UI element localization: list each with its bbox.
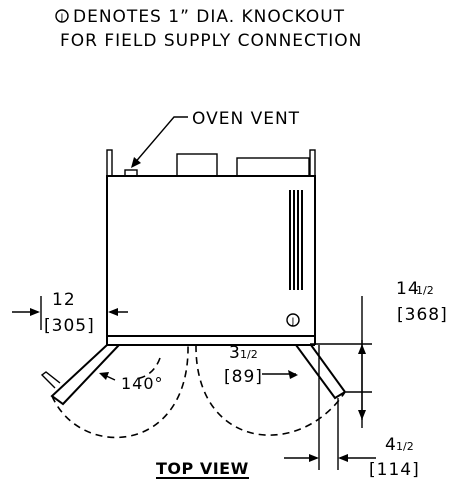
oven-vent-leader: [132, 116, 188, 166]
oven-body: J: [106, 149, 316, 346]
angle-arc: [134, 357, 161, 380]
knockout-symbol: [286, 313, 300, 327]
angle-arrowhead: [99, 372, 109, 380]
right-offset-mm: [114]: [369, 460, 420, 480]
left-door: [50, 344, 122, 406]
top-box-large: [236, 157, 310, 177]
door-depth-fraction: 1/2: [240, 348, 258, 361]
dimension-left-clearance: 12 [305]: [12, 290, 128, 336]
right-offset-whole: 4: [385, 435, 397, 455]
right-height-fraction: 1/2: [416, 284, 434, 297]
left-door-handle: [40, 371, 61, 389]
right-door: [294, 344, 347, 400]
right-offset-fraction: 1/2: [396, 440, 414, 453]
view-title-group: TOP VIEW: [156, 459, 249, 479]
right-height-mm: [368]: [397, 305, 448, 325]
left-clearance-mm: [305]: [44, 316, 95, 336]
dimension-right-offset: 4 1/2 [114]: [284, 345, 420, 480]
knockout-note-symbol-mark: J: [60, 13, 64, 23]
side-louvers: [289, 190, 303, 290]
dimension-right-height: 14 1/2 [368]: [310, 279, 448, 428]
knockout-symbol-mark: J: [291, 317, 295, 327]
right-door-swing: [195, 344, 346, 436]
angle-label: 140°: [121, 374, 164, 393]
door-depth-mm: [89]: [224, 367, 263, 387]
doors: 140°: [40, 344, 347, 439]
knockout-note: J DENOTES 1” DIA. KNOCKOUT FOR FIELD SUP…: [55, 7, 362, 51]
right-leg: [309, 149, 316, 177]
top-box-small: [176, 153, 218, 177]
left-leg: [106, 149, 113, 177]
door-depth-whole: 3: [229, 343, 241, 363]
knockout-note-line-1: DENOTES 1” DIA. KNOCKOUT: [73, 7, 345, 27]
dimension-door-depth: 3 1/2 [89]: [224, 343, 298, 387]
oven-vent-callout: OVEN VENT: [131, 109, 300, 168]
left-clearance-inches: 12: [52, 290, 76, 310]
knockout-note-line-2: FOR FIELD SUPPLY CONNECTION: [60, 31, 362, 51]
knockout-note-symbol: [55, 9, 69, 23]
vent-stack: [124, 169, 138, 177]
oven-cabinet: [106, 175, 316, 337]
view-title: TOP VIEW: [156, 459, 249, 478]
oven-vent-label: OVEN VENT: [192, 109, 300, 129]
oven-vent-arrowhead: [131, 157, 141, 168]
left-door-swing: [51, 344, 189, 439]
right-height-whole: 14: [396, 279, 420, 299]
